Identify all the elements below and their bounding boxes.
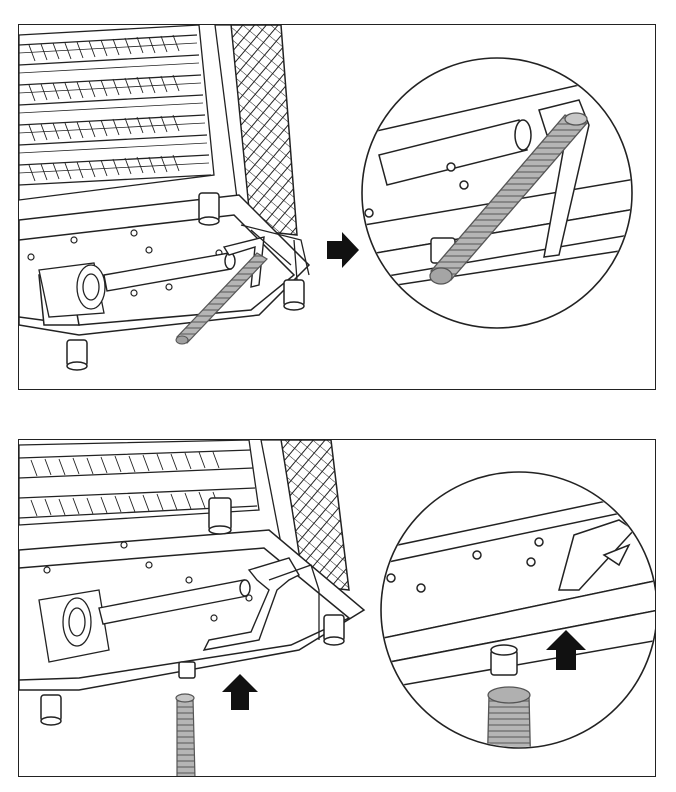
- feet: [66, 192, 305, 371]
- drain-hose: [176, 252, 268, 344]
- drain-hose: [176, 697, 196, 776]
- feet: [40, 497, 345, 726]
- front-louvers: [19, 25, 215, 201]
- zoom-detail-1: [361, 57, 633, 329]
- step-2-panel: [18, 439, 656, 777]
- front-louvers: [19, 440, 260, 526]
- arrow-up-icon: [222, 674, 258, 710]
- zoom-detail-2: [380, 471, 655, 749]
- arrow-right-icon: [327, 232, 359, 268]
- arrow-up-icon: [546, 630, 586, 670]
- step-2-illustration: [19, 440, 655, 776]
- step-1-panel: [18, 24, 656, 390]
- step-1-illustration: [19, 25, 633, 371]
